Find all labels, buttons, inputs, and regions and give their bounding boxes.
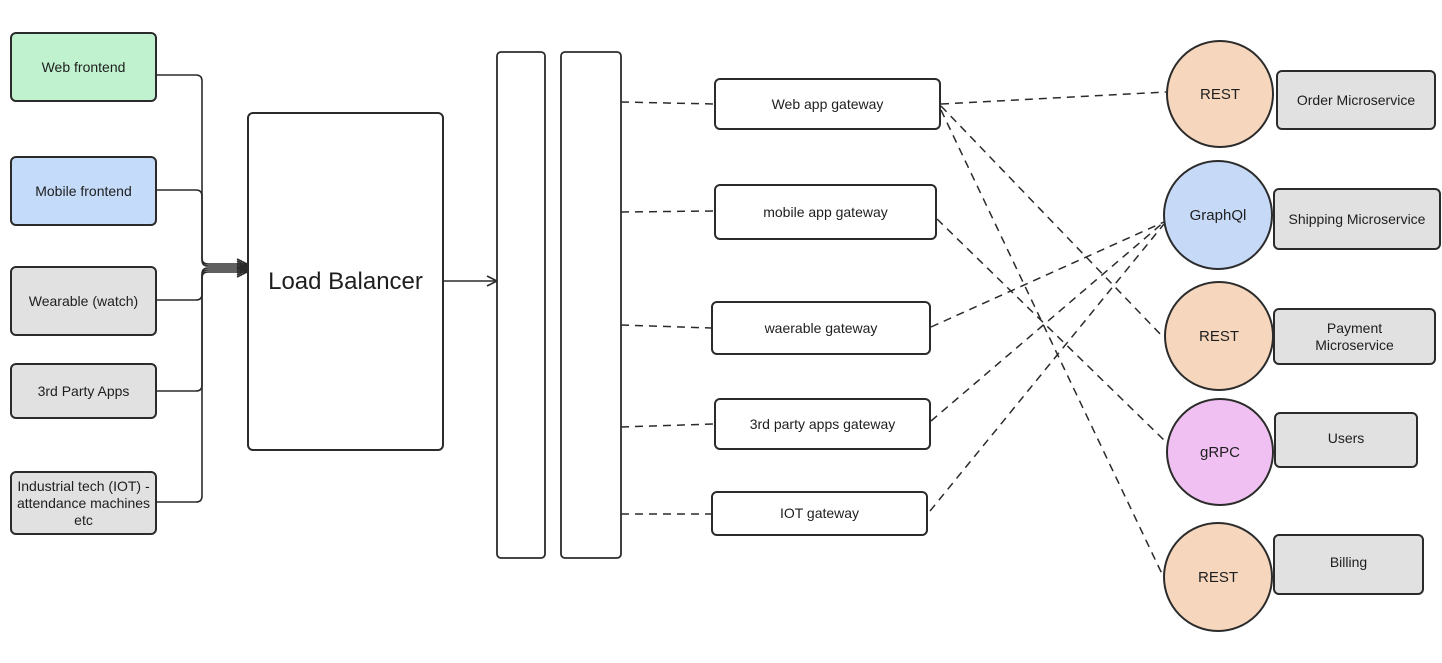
service-order-label: Order Microservice	[1296, 91, 1416, 108]
gateway-web-app[interactable]: Web app gateway	[714, 78, 941, 130]
service-payment-label: Payment Microservice	[1315, 319, 1394, 353]
service-billing[interactable]: Billing	[1273, 534, 1424, 595]
dashed-web-gw-to-rest-billing	[940, 109, 1164, 577]
protocol-rest-order[interactable]: REST	[1166, 40, 1274, 148]
protocol-grpc-users[interactable]: gRPC	[1166, 398, 1274, 506]
connector-web-frontend	[157, 74, 247, 264]
proxy-bar-left	[496, 51, 546, 559]
client-mobile-frontend-label: Mobile frontend	[35, 182, 132, 199]
protocol-graphql-shipping[interactable]: GraphQl	[1163, 160, 1273, 270]
client-3rd-party-apps-label: 3rd Party Apps	[37, 382, 130, 399]
service-shipping[interactable]: Shipping Microservice	[1273, 188, 1441, 250]
dashed-mobile-gw-to-grpc	[936, 218, 1167, 443]
service-billing-label: Billing	[1329, 554, 1368, 570]
protocol-rest-billing[interactable]: REST	[1163, 522, 1273, 632]
protocol-rest-billing-label: REST	[1197, 568, 1238, 586]
load-balancer[interactable]: Load Balancer	[247, 112, 444, 451]
connector-iot	[157, 272, 247, 503]
gateway-mobile-app[interactable]: mobile app gateway	[714, 184, 937, 240]
dashed-bar-to-mobile-gateway	[620, 210, 715, 213]
service-users[interactable]: Users	[1274, 412, 1418, 468]
gateway-wearable[interactable]: waerable gateway	[711, 301, 931, 355]
protocol-rest-payment[interactable]: REST	[1164, 281, 1274, 391]
protocol-graphql-shipping-label: GraphQl	[1189, 206, 1247, 224]
proxy-bar-right	[560, 51, 622, 559]
dashed-bar-to-wearable-gateway	[620, 324, 712, 329]
client-web-frontend-label: Web frontend	[41, 58, 126, 75]
protocol-grpc-users-label: gRPC	[1199, 443, 1240, 461]
client-iot[interactable]: Industrial tech (IOT) - attendance machi…	[10, 471, 157, 535]
dashed-wearable-gw-to-graphql	[930, 221, 1165, 328]
client-3rd-party-apps[interactable]: 3rd Party Apps	[10, 363, 157, 419]
gateway-web-app-label: Web app gateway	[771, 95, 884, 112]
service-payment[interactable]: Payment Microservice	[1273, 308, 1436, 365]
client-mobile-frontend[interactable]: Mobile frontend	[10, 156, 157, 226]
dashed-bar-to-3rdparty-gateway	[620, 423, 715, 428]
dashed-iot-gw-to-graphql	[929, 223, 1165, 512]
dashed-3rdparty-gw-to-graphql	[930, 221, 1165, 422]
gateway-3rd-party-apps[interactable]: 3rd party apps gateway	[714, 398, 931, 450]
load-balancer-label: Load Balancer	[268, 268, 423, 295]
gateway-iot-label: IOT gateway	[779, 505, 860, 521]
client-web-frontend[interactable]: Web frontend	[10, 32, 157, 102]
protocol-rest-payment-label: REST	[1198, 327, 1239, 345]
gateway-iot[interactable]: IOT gateway	[711, 491, 928, 536]
gateway-mobile-app-label: mobile app gateway	[763, 203, 888, 220]
gateway-3rd-party-apps-label: 3rd party apps gateway	[749, 415, 896, 432]
service-users-label: Users	[1327, 430, 1365, 446]
service-order[interactable]: Order Microservice	[1276, 70, 1436, 130]
dashed-web-gw-to-rest-order	[940, 91, 1167, 105]
client-wearable-label: Wearable (watch)	[28, 292, 139, 309]
dashed-web-gw-to-rest-payment	[940, 105, 1165, 339]
service-shipping-label: Shipping Microservice	[1288, 210, 1426, 227]
protocol-rest-order-label: REST	[1199, 85, 1240, 103]
client-iot-label: Industrial tech (IOT) - attendance machi…	[16, 477, 151, 528]
client-wearable[interactable]: Wearable (watch)	[10, 266, 157, 336]
gateway-wearable-label: waerable gateway	[764, 319, 878, 336]
dashed-bar-to-web-gateway	[620, 101, 715, 105]
connector-mobile-frontend	[157, 189, 247, 266]
